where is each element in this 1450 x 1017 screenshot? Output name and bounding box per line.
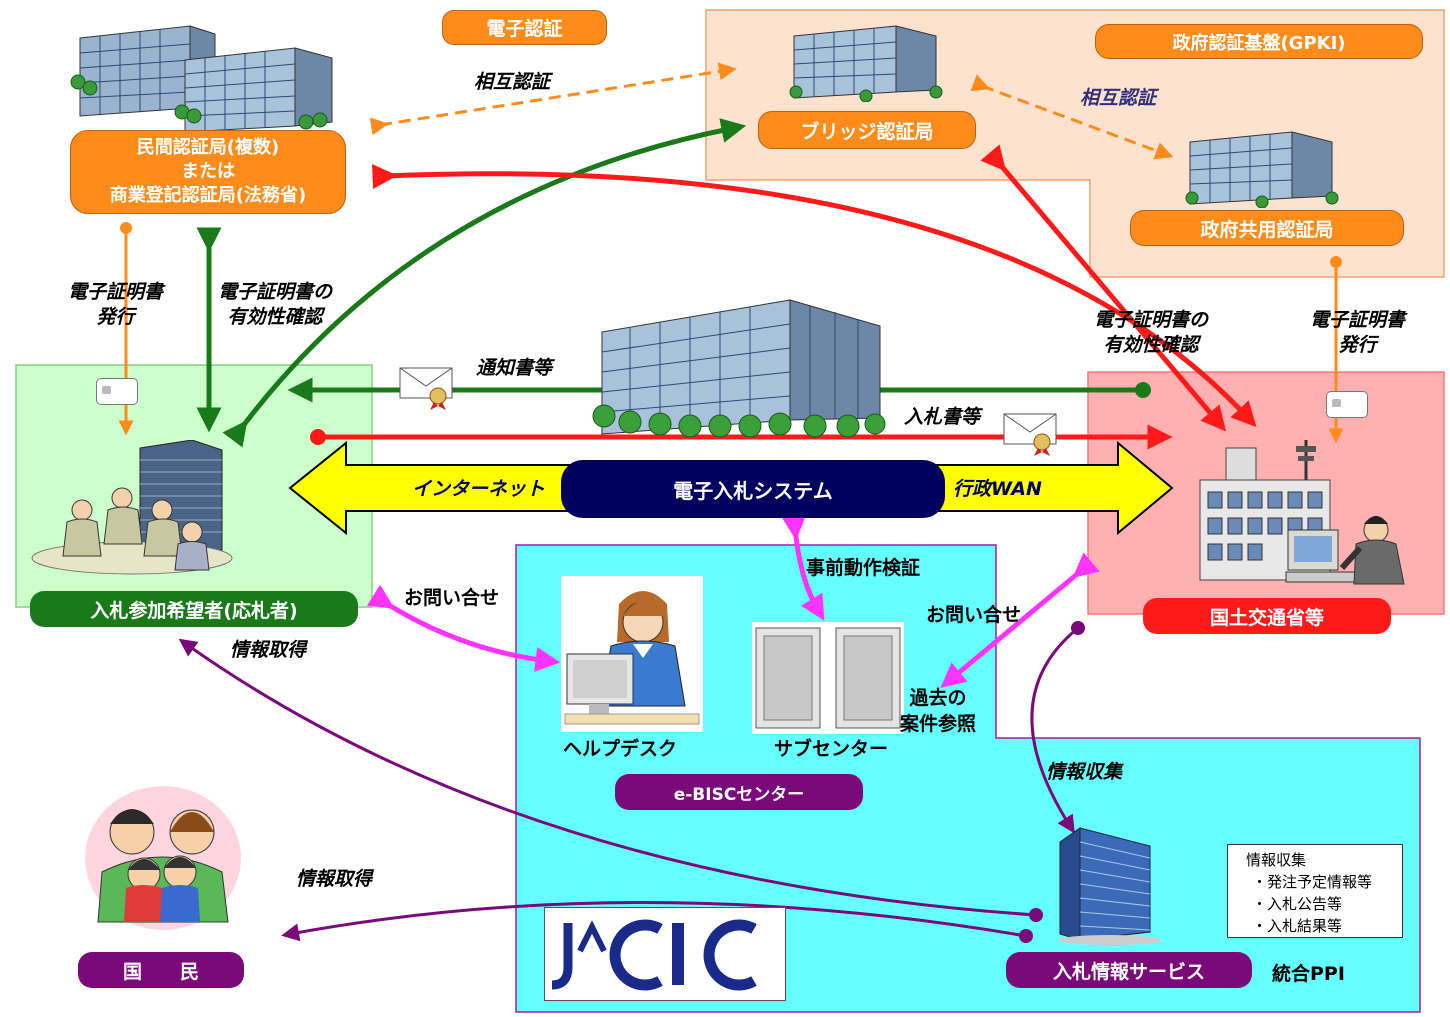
bridge-building-icon	[789, 25, 943, 102]
mutual-auth-arrow-left	[369, 62, 737, 136]
info-box-item: ・発注予定情報等	[1252, 873, 1373, 891]
ic-card-icon	[1326, 391, 1368, 418]
ebisc-center-label[interactable]: e-BISCセンター	[615, 774, 863, 810]
info-get-label-bottom: 情報取得	[296, 868, 373, 890]
info-box-item: ・入札結果等	[1252, 917, 1343, 935]
bid-envelope-icon	[1003, 413, 1057, 456]
info-collect-label: 情報収集	[1046, 761, 1123, 783]
mutual-auth-arrow-right	[970, 74, 1174, 160]
info-box-title: 情報収集	[1246, 851, 1307, 869]
inquiry-label-left: お問い合せ	[404, 587, 500, 609]
bridge-ca-label[interactable]: ブリッジ認証局	[758, 111, 976, 149]
cert-issue-label-left: 電子証明書 発行	[68, 280, 163, 329]
jacic-logo	[544, 907, 786, 1001]
private-ca-line3: 商業登記認証局(法務省)	[109, 185, 307, 207]
internet-label: インターネット	[412, 478, 546, 500]
bidder-label[interactable]: 入札参加希望者(応札者)	[30, 591, 358, 627]
private-ca-line2: または	[181, 160, 235, 182]
info-box-item: ・入札公告等	[1252, 895, 1343, 913]
ic-card-icon	[96, 378, 138, 405]
info-get-label-top: 情報取得	[230, 639, 307, 661]
validity-right-line2: 有効性確認	[1103, 333, 1199, 356]
mlit-office-illustration	[1199, 440, 1405, 585]
cert-issue-right-line2: 発行	[1338, 333, 1377, 356]
pre-check-label: 事前動作検証	[806, 557, 921, 579]
family-illustration	[85, 786, 241, 930]
validity-right-line1: 電子証明書の	[1094, 309, 1209, 331]
validity-left-line1: 電子証明書の	[218, 281, 333, 303]
subcenter-label: サブセンター	[774, 738, 889, 760]
info-collect-box: 情報収集 ・発注予定情報等 ・入札公告等 ・入札結果等	[1227, 844, 1403, 938]
validity-label-right: 電子証明書の 有効性確認	[1094, 308, 1208, 357]
gpki-title: 政府認証基盤(GPKI)	[1095, 24, 1423, 59]
mlit-label[interactable]: 国土交通省等	[1143, 598, 1391, 634]
inquiry-arrow-right	[940, 552, 1100, 689]
bid-info-service-label[interactable]: 入札情報サービス	[1006, 952, 1252, 988]
ppi-label: 統合PPI	[1272, 963, 1345, 985]
e-bid-system-building-icon	[592, 299, 886, 438]
cert-issue-label-right: 電子証明書 発行	[1310, 308, 1405, 357]
e-auth-title: 電子認証	[442, 10, 607, 45]
validity-label-left: 電子証明書の 有効性確認	[218, 280, 332, 329]
past-cases-line1: 過去の	[909, 687, 967, 709]
mutual-auth-label-right: 相互認証	[1080, 87, 1157, 109]
inquiry-arrow-left	[366, 584, 561, 672]
helpdesk-label: ヘルプデスク	[563, 738, 678, 760]
pre-check-arrow	[781, 514, 825, 621]
info-get-arrow-public	[281, 901, 1027, 942]
private-ca-building-icon	[70, 25, 333, 132]
info-get-arrow-bidder	[178, 638, 1037, 917]
cert-issue-left-line1: 電子証明書	[68, 281, 164, 303]
notice-envelope-icon	[399, 367, 453, 410]
info-collect-arrow	[1030, 626, 1079, 834]
mutual-auth-label-left: 相互認証	[474, 71, 551, 93]
subcenter-servers-icon	[752, 622, 904, 734]
validity-left-line2: 有効性確認	[227, 305, 323, 328]
private-ca-line1: 民間認証局(複数)	[136, 136, 280, 158]
public-label[interactable]: 国 民	[78, 952, 244, 988]
gov-shared-building-icon	[1185, 131, 1339, 208]
e-bid-system-label[interactable]: 電子入札システム	[561, 460, 945, 518]
private-ca-label[interactable]: 民間認証局(複数) または 商業登記認証局(法務省)	[70, 130, 346, 214]
gov-shared-ca-label[interactable]: 政府共用認証局	[1130, 210, 1404, 246]
cert-issue-right-line1: 電子証明書	[1310, 309, 1406, 331]
notice-label: 通知書等	[476, 357, 553, 379]
info-service-building-icon	[1058, 827, 1162, 945]
helpdesk-operator-illustration	[561, 576, 703, 732]
bidder-people-illustration	[31, 440, 233, 575]
bid-docs-label: 入札書等	[904, 406, 981, 428]
past-cases-line2: 案件参照	[900, 712, 977, 735]
past-cases-label: 過去の 案件参照	[900, 686, 976, 737]
inquiry-label-right: お問い合せ	[926, 604, 1022, 626]
bridge-mlit-arrow	[980, 144, 1227, 432]
cert-issue-left-line2: 発行	[96, 305, 135, 328]
gov-wan-label: 行政WAN	[953, 478, 1042, 500]
